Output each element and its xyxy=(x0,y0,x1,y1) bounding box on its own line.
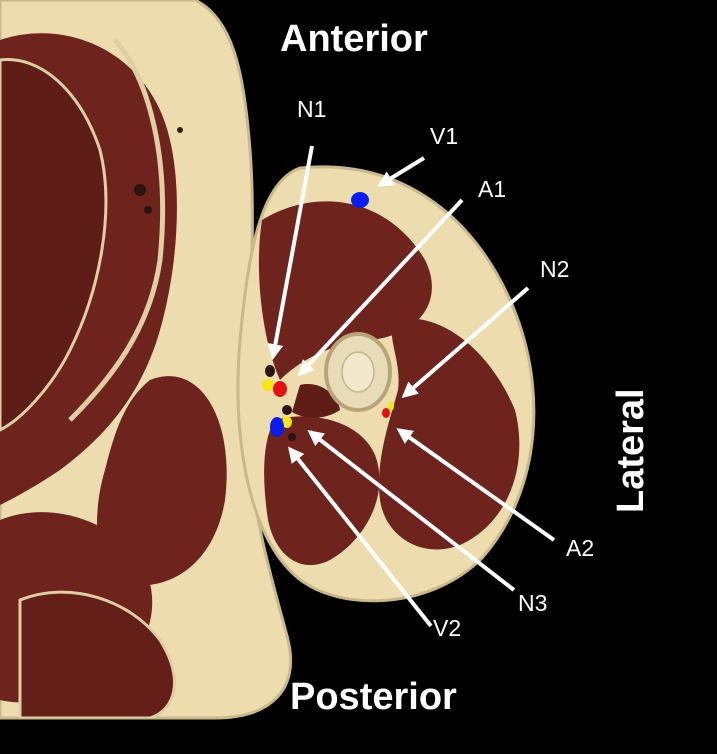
label-v2: V2 xyxy=(433,615,462,641)
arrow-n2 xyxy=(401,286,530,399)
label-a2: A2 xyxy=(566,535,595,561)
label-v1: V1 xyxy=(430,123,459,149)
structure-markers xyxy=(262,192,394,441)
orientation-posterior-label: Posterior xyxy=(290,676,457,718)
pointer-arrows xyxy=(267,145,556,628)
orientation-lateral-label: Lateral xyxy=(610,388,652,513)
medial-limb-section xyxy=(0,0,293,720)
label-a1: A1 xyxy=(478,176,507,202)
nerve-n1-dark xyxy=(265,365,275,377)
nerve-n1-marker xyxy=(262,379,274,391)
vein-v1-marker xyxy=(351,192,369,208)
label-n2: N2 xyxy=(540,256,570,282)
artery-a1-marker xyxy=(273,381,287,397)
arrow-a2 xyxy=(396,428,556,542)
label-n1: N1 xyxy=(297,96,327,122)
arrow-a1 xyxy=(297,198,464,377)
vessel-dark-dot xyxy=(288,433,296,441)
label-n3: N3 xyxy=(518,590,548,616)
arrow-n3 xyxy=(307,430,516,592)
nerve-n3-dark xyxy=(282,405,292,415)
artery-a2-marker xyxy=(382,408,390,418)
arrow-v1 xyxy=(377,156,426,187)
orientation-anterior-label: Anterior xyxy=(280,18,428,60)
vein-v2-marker xyxy=(270,417,284,437)
arrow-n1 xyxy=(267,145,314,361)
nerve-n3-marker xyxy=(282,416,292,428)
arrow-v2 xyxy=(288,446,433,628)
nerve-n2-marker xyxy=(388,401,394,411)
